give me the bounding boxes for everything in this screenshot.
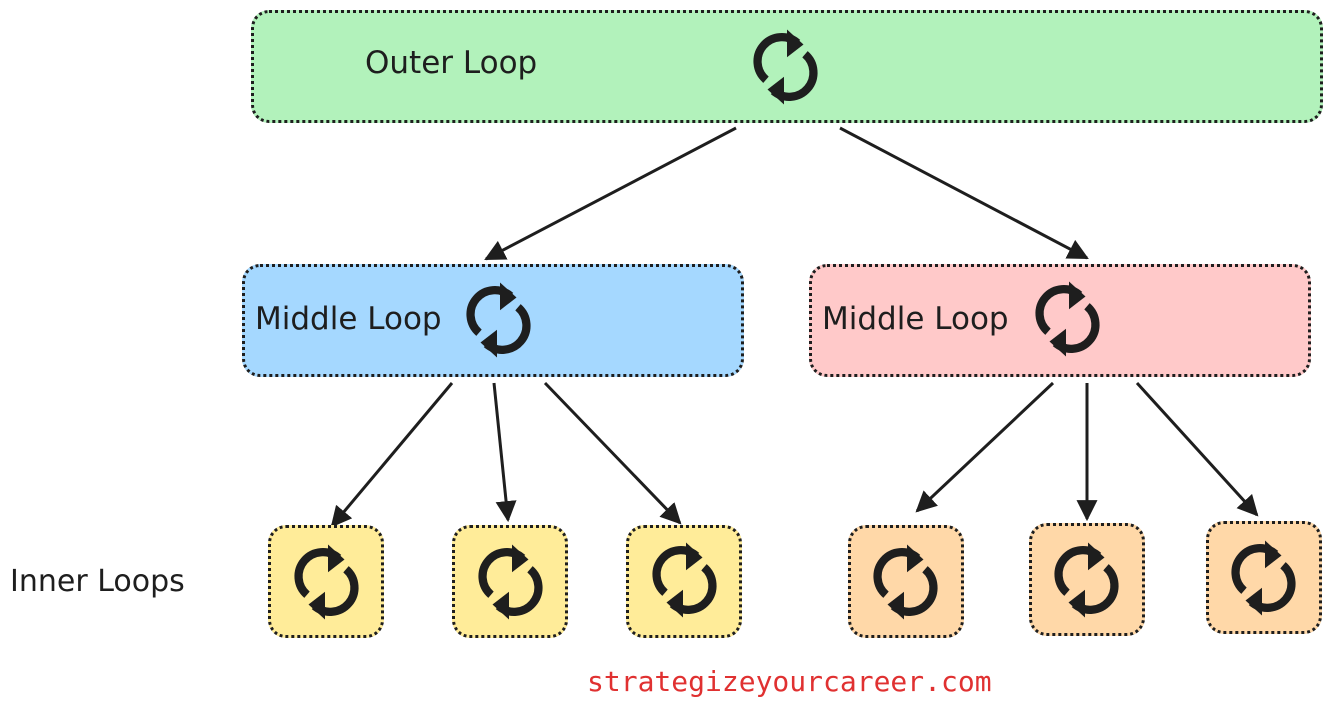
middle-loop-box-right: [809, 264, 1311, 377]
refresh-icon: [868, 536, 943, 628]
refresh-icon: [647, 534, 722, 626]
inner-loop-box: [626, 525, 742, 638]
watermark-url: strategizeyourcareer.com: [587, 665, 992, 698]
refresh-icon: [1049, 534, 1124, 626]
inner-loops-label: Inner Loops: [10, 564, 185, 599]
inner-loop-box: [268, 525, 384, 638]
middle-loop-box-left: [242, 264, 744, 377]
arrow-middle-right-to-inner-3: [1135, 381, 1259, 517]
middle-loop-label-left: Middle Loop: [255, 301, 442, 337]
refresh-icon: [461, 274, 536, 366]
refresh-icon: [473, 536, 548, 628]
inner-loop-box: [848, 525, 964, 638]
arrow-outer-to-middle-right: [839, 126, 1089, 260]
inner-loop-box: [1029, 523, 1145, 636]
inner-loop-box: [452, 525, 568, 638]
arrow-middle-right-to-inner-1: [915, 381, 1055, 513]
middle-loop-label-right: Middle Loop: [822, 301, 1009, 337]
arrow-middle-left-to-inner-2: [492, 382, 517, 523]
arrow-outer-to-middle-left: [484, 126, 737, 261]
arrow-middle-left-to-inner-1: [330, 382, 454, 528]
outer-loop-label: Outer Loop: [365, 45, 538, 81]
refresh-icon: [1030, 273, 1105, 365]
refresh-icon: [748, 24, 823, 110]
refresh-icon: [289, 536, 364, 628]
inner-loop-box: [1206, 521, 1322, 634]
outer-loop-box: [251, 10, 1323, 123]
refresh-icon: [1226, 532, 1301, 624]
arrow-middle-left-to-inner-3: [543, 381, 682, 525]
